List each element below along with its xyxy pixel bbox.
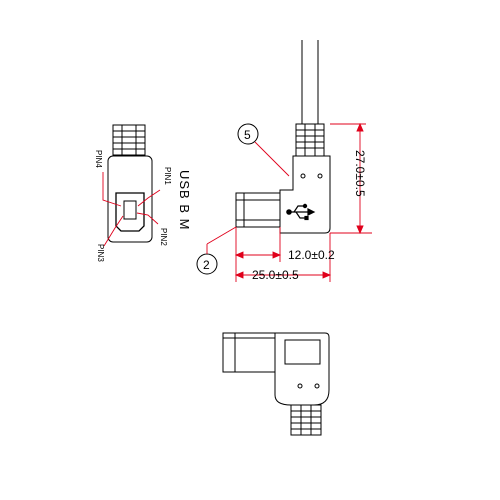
pin3-label: PIN3 bbox=[96, 244, 105, 262]
rear-view-dot bbox=[297, 383, 303, 389]
usb-b-port-tongue bbox=[123, 200, 137, 220]
front-view-strain-relief bbox=[112, 124, 146, 156]
pin1-label: PIN1 bbox=[163, 167, 172, 185]
rear-view-plug bbox=[222, 332, 276, 373]
rear-view bbox=[222, 332, 330, 436]
dimension-lines bbox=[234, 122, 372, 282]
pin2-label: PIN2 bbox=[159, 228, 168, 246]
side-view bbox=[235, 40, 331, 234]
side-view-strain-relief bbox=[295, 123, 325, 157]
side-view-body bbox=[279, 155, 331, 234]
dim-height-label: 27.0±0.5 bbox=[353, 150, 367, 197]
side-view-plug bbox=[235, 192, 281, 228]
rear-view-window bbox=[284, 339, 321, 365]
svg-text:2: 2 bbox=[203, 258, 210, 272]
callout-5: 5 bbox=[237, 123, 290, 177]
dim-overall-length-label: 25.0±0.5 bbox=[252, 268, 299, 282]
side-view-dot bbox=[317, 173, 323, 179]
pin4-label: PIN4 bbox=[94, 150, 103, 168]
side-view-dot bbox=[300, 173, 306, 179]
pin-leaders bbox=[102, 172, 161, 247]
usb-trident-icon bbox=[286, 203, 316, 221]
callout-2: 2 bbox=[196, 226, 237, 275]
connector-title: USB B M bbox=[177, 170, 192, 230]
rear-view-strain-relief bbox=[290, 404, 322, 436]
dim-plug-length-label: 12.0±0.2 bbox=[288, 248, 335, 262]
front-view bbox=[107, 124, 153, 243]
cable bbox=[301, 40, 319, 124]
rear-view-dot bbox=[314, 383, 320, 389]
svg-text:5: 5 bbox=[244, 128, 251, 142]
